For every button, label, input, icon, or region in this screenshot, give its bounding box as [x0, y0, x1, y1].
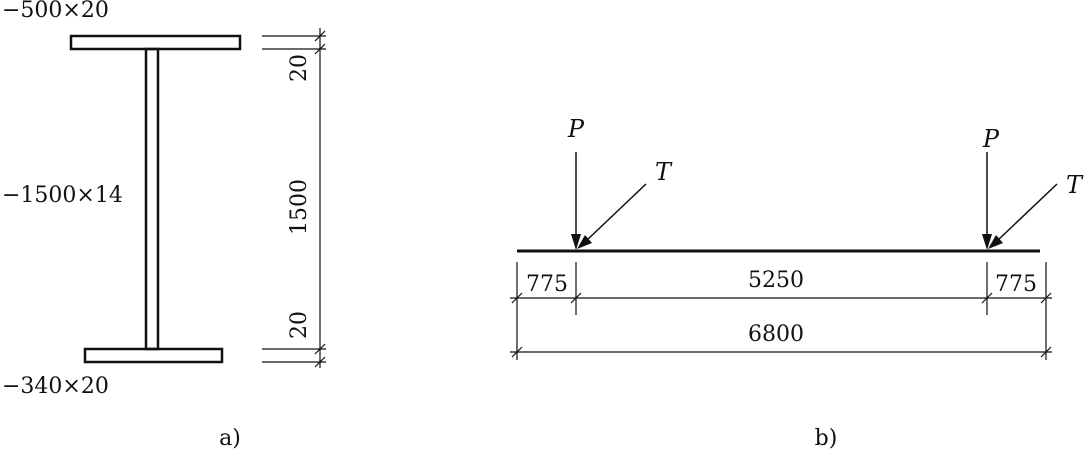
tick-b-1 [511, 292, 523, 304]
dim-left-text: 775 [526, 272, 568, 297]
left-p-arrow-head [571, 234, 581, 250]
top-flange [69, 34, 242, 51]
tick-b-3 [981, 292, 993, 304]
dim-web-text: 1500 [287, 179, 312, 235]
web-plate [144, 47, 160, 351]
beam-figure [517, 152, 1058, 253]
dim-total-text: 6800 [748, 322, 804, 347]
left-t-label: T [655, 158, 673, 186]
tick-3 [314, 343, 326, 355]
right-t-arrow-head [988, 235, 1003, 249]
caption-b: b) [815, 426, 838, 451]
tick-b-5 [511, 346, 523, 358]
dim-middle-text: 5250 [748, 268, 804, 293]
tick-1 [314, 30, 326, 42]
tick-b-2 [570, 292, 582, 304]
right-p-label: P [982, 125, 1000, 153]
tick-b-4 [1040, 292, 1052, 304]
dim-right-text: 775 [995, 272, 1037, 297]
arrow-heads [571, 234, 1003, 250]
right-p-arrow-head [982, 234, 992, 250]
right-t-arrow-shaft [996, 183, 1058, 242]
dim-top-flange-text: 20 [287, 54, 312, 82]
left-p-label: P [567, 115, 585, 143]
top-flange-label: −500×20 [2, 0, 109, 23]
i-section-figure [69, 34, 242, 364]
bottom-flange-label: −340×20 [2, 374, 109, 399]
figure-a-labels: −500×20 −1500×14 −340×20 20 1500 20 a) [2, 0, 312, 451]
web-label: −1500×14 [2, 183, 123, 208]
figure-b-labels: P T P T 775 5250 775 6800 b) [526, 115, 1084, 451]
tick-2 [314, 43, 326, 55]
vertical-dimension-chain [262, 28, 326, 368]
dim-bottom-flange-text: 20 [287, 311, 312, 339]
bottom-flange [83, 347, 224, 364]
caption-a: a) [219, 426, 241, 451]
tick-b-6 [1040, 346, 1052, 358]
right-t-label: T [1066, 171, 1084, 199]
left-t-arrow-shaft [585, 183, 647, 242]
tick-4 [314, 356, 326, 368]
horizontal-dimension-chains [510, 262, 1052, 360]
left-t-arrow-head [577, 235, 592, 249]
